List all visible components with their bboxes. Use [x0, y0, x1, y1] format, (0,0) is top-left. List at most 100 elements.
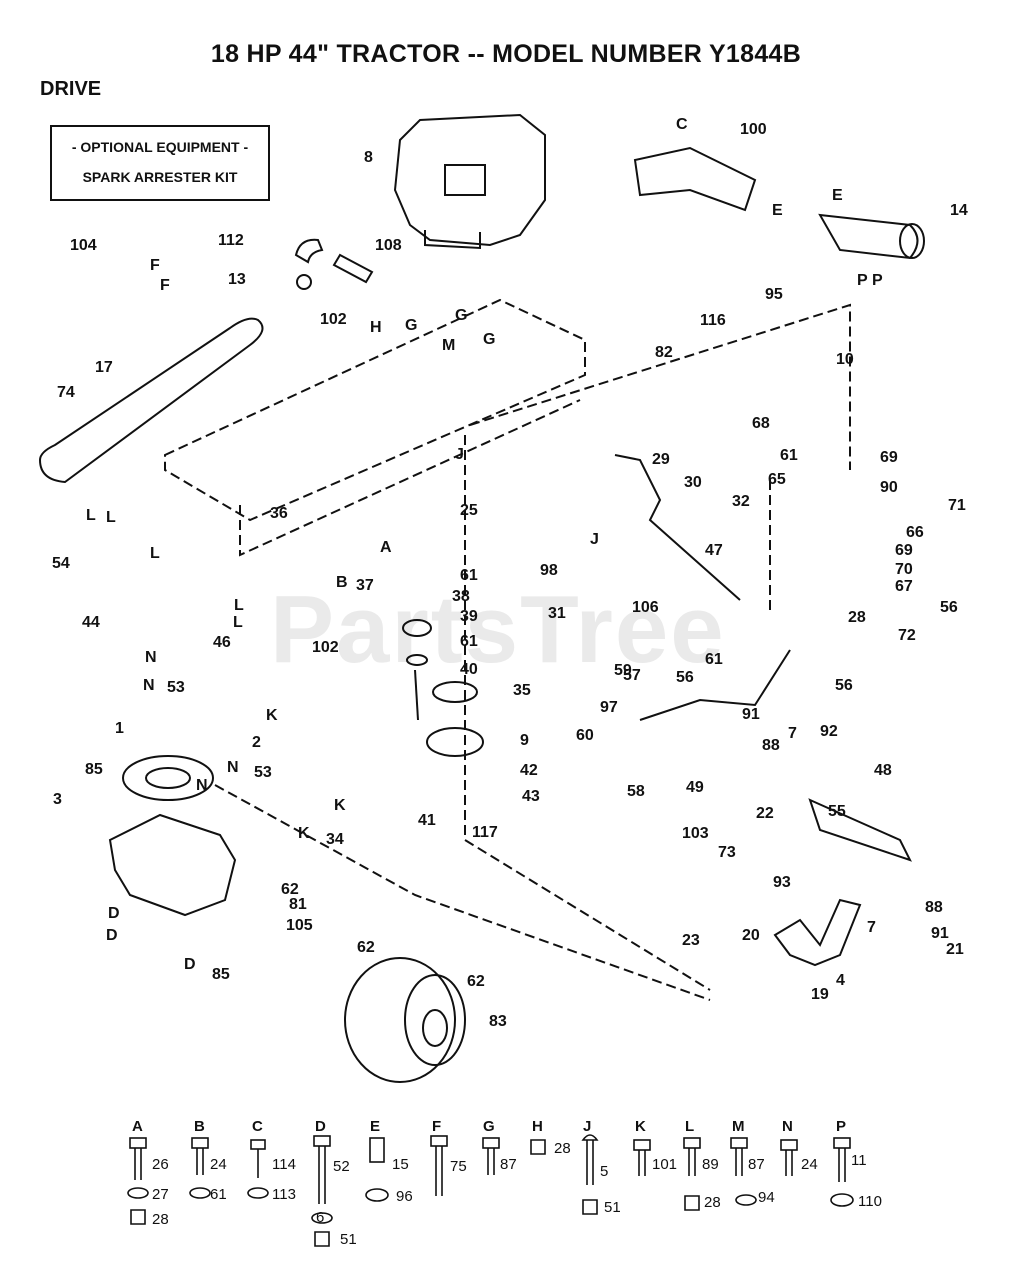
callout-label: 92 — [820, 723, 838, 740]
callout-label: G — [405, 317, 418, 334]
callout-label: K — [298, 825, 310, 842]
callout-label: B — [336, 574, 348, 591]
callout-label: 69 — [895, 542, 913, 559]
callout-label: 46 — [213, 634, 231, 651]
legend-part-number: 28 — [704, 1194, 721, 1211]
callout-label: 13 — [228, 271, 246, 288]
callout-label: 44 — [82, 614, 100, 631]
callout-label: 48 — [874, 762, 892, 779]
callout-label: 68 — [752, 415, 770, 432]
legend-letter: K — [635, 1118, 646, 1135]
callout-label: 106 — [632, 599, 659, 616]
callout-label: 88 — [762, 737, 780, 754]
callout-label: E — [832, 187, 843, 204]
callout-label: 70 — [895, 561, 913, 578]
legend-part-number: 6 — [316, 1209, 324, 1226]
drive-belt-shape — [38, 317, 264, 484]
callout-label: 85 — [85, 761, 103, 778]
callout-label: 85 — [212, 966, 230, 983]
callout-label: 102 — [320, 311, 347, 328]
callout-label: D — [184, 956, 196, 973]
callout-label: L — [234, 597, 244, 614]
legend-part-number: 89 — [702, 1156, 719, 1173]
callout-label: C — [676, 116, 688, 133]
callout-label: 36 — [270, 505, 288, 522]
legend-part-number: 15 — [392, 1156, 409, 1173]
callout-label: E — [772, 202, 783, 219]
legend-letter: G — [483, 1118, 495, 1135]
muffler-shape — [818, 213, 925, 260]
legend-part-number: 94 — [758, 1189, 775, 1206]
legend-part-number: 96 — [396, 1188, 413, 1205]
callout-label: 74 — [57, 384, 75, 401]
callout-label: F — [160, 277, 170, 294]
callout-label: 61 — [705, 651, 723, 668]
callout-label: D — [106, 927, 118, 944]
callout-label: 55 — [828, 803, 846, 820]
callout-label: 116 — [700, 312, 726, 329]
shift-lever-shape — [614, 454, 741, 601]
callout-label: 2 — [252, 734, 261, 751]
hardware-legend: A262728B2461C114113D52651E1596F75G87H28J… — [132, 1118, 882, 1248]
callout-label: N — [227, 759, 239, 776]
callout-label: 53 — [167, 679, 185, 696]
callout-label: 62 — [467, 973, 485, 990]
legend-part-number: 114 — [272, 1156, 296, 1173]
callout-label: L — [106, 509, 116, 526]
frame-shape — [164, 298, 851, 1001]
callout-label: 117 — [472, 824, 498, 841]
legend-letter: A — [132, 1118, 143, 1135]
callout-label: 39 — [460, 608, 478, 625]
callout-label: 34 — [326, 831, 344, 848]
legend-letter: P — [836, 1118, 846, 1135]
callout-label: 104 — [70, 237, 97, 254]
legend-part-number: 87 — [748, 1156, 765, 1173]
callout-label: N — [145, 649, 157, 666]
legend-part-number: 24 — [801, 1156, 818, 1173]
legend-letter: L — [685, 1118, 694, 1135]
callout-label: 97 — [600, 699, 618, 716]
legend-part-number: 87 — [500, 1156, 517, 1173]
callout-label: 71 — [948, 497, 966, 514]
callout-label: 105 — [286, 917, 313, 934]
callout-label: 9 — [520, 732, 529, 749]
section-label: DRIVE — [40, 78, 102, 100]
callout-label: 14 — [950, 202, 968, 219]
callout-label: A — [380, 539, 392, 556]
callout-label: 42 — [520, 762, 538, 779]
callout-label: 66 — [906, 524, 924, 541]
callout-label: 1 — [115, 720, 124, 737]
spark-arrester-shape — [633, 146, 757, 212]
callout-label: 100 — [740, 121, 767, 138]
callout-label: 62 — [281, 881, 299, 898]
callout-label: 7 — [788, 725, 797, 742]
legend-letter: M — [732, 1118, 745, 1135]
legend-letter: E — [370, 1118, 380, 1135]
callout-label: 103 — [682, 825, 709, 842]
callout-label: 91 — [742, 706, 760, 723]
main-pulley-shape — [122, 755, 214, 801]
callout-label: H — [370, 319, 382, 336]
callout-label: N — [196, 777, 208, 794]
callout-label: 83 — [489, 1013, 507, 1030]
callout-label: L — [86, 507, 96, 524]
transaxle-shape — [108, 813, 237, 917]
callout-label: 20 — [742, 927, 760, 944]
callout-label: 31 — [548, 605, 566, 622]
callout-label: 82 — [655, 344, 673, 361]
callout-label: 72 — [898, 627, 916, 644]
legend-icons — [127, 1134, 854, 1247]
callout-label: 102 — [312, 639, 339, 656]
legend-letter: N — [782, 1118, 793, 1135]
callout-label: 49 — [686, 779, 704, 796]
callout-label: L — [233, 614, 243, 631]
legend-part-number: 24 — [210, 1156, 227, 1173]
callout-label: 40 — [460, 661, 478, 678]
legend-part-number: 11 — [851, 1152, 867, 1169]
plug-shape — [296, 274, 312, 290]
callout-label: G — [455, 307, 468, 324]
callout-label: 58 — [627, 783, 645, 800]
pipe-shape — [332, 253, 374, 284]
